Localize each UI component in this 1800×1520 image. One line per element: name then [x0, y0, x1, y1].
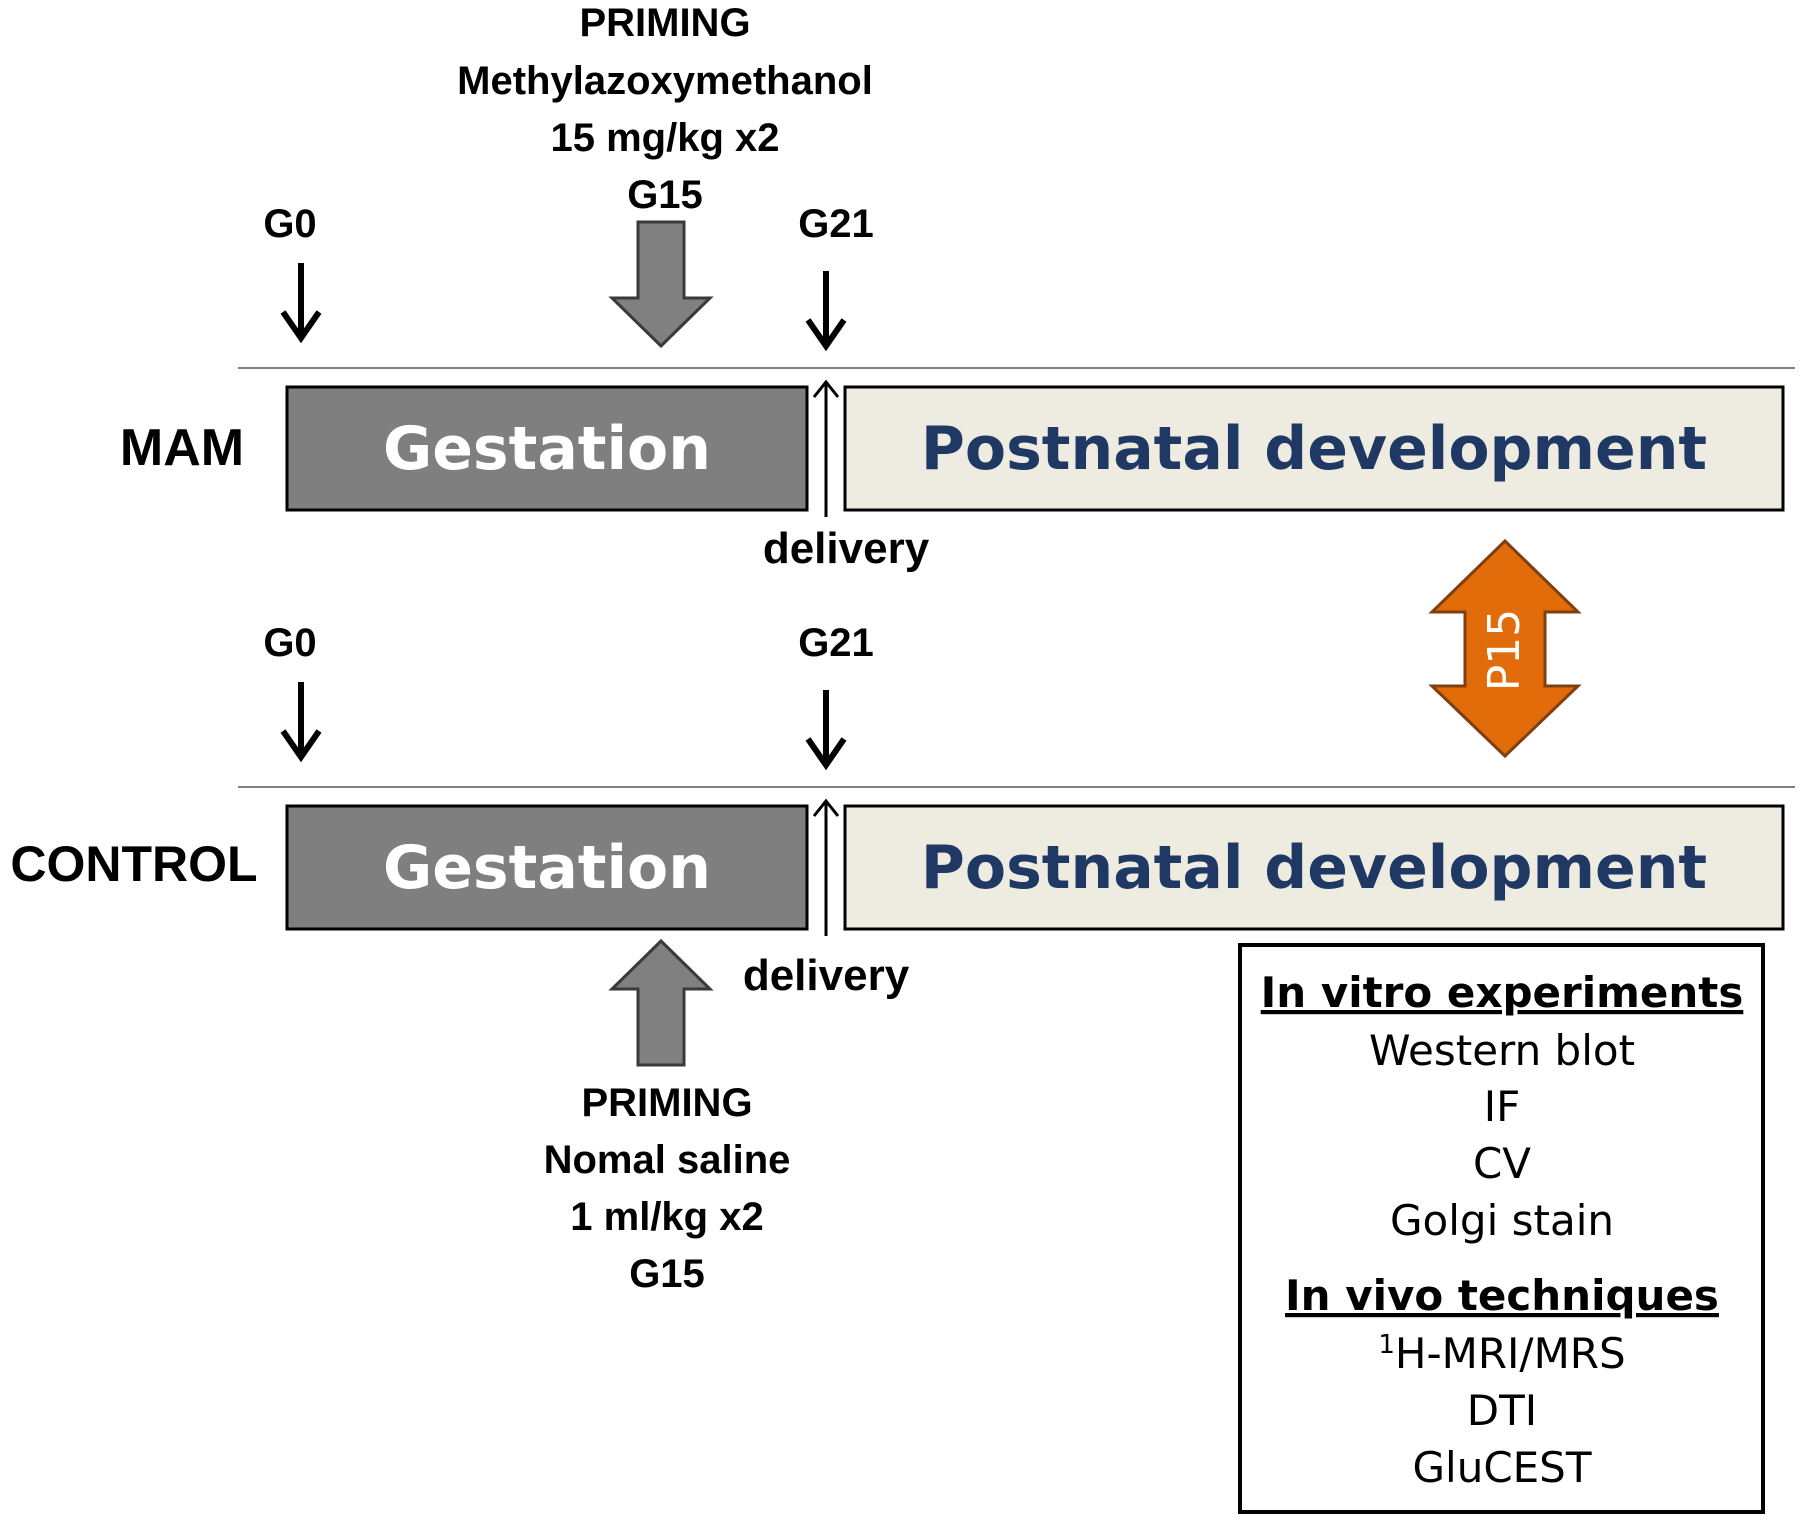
mam-priming-annotation: PRIMING Methylazoxymethanol 15 mg/kg x2 …: [457, 1, 873, 217]
control-group-label: CONTROL: [10, 836, 257, 892]
mam-g0-arrow-icon: [280, 263, 322, 344]
p15-label: P15: [1479, 609, 1530, 692]
in-vivo-item-text: H-MRI/MRS: [1395, 1329, 1626, 1378]
control-delivery-label: delivery: [743, 951, 910, 1000]
in-vitro-item: IF: [1484, 1082, 1521, 1131]
mam-delivery-label: delivery: [763, 524, 930, 573]
in-vitro-item: Western blot: [1369, 1026, 1635, 1075]
mam-group-label: MAM: [120, 419, 244, 477]
mam-gestation-box: [285, 385, 809, 512]
mam-postnatal-box: [843, 385, 1785, 512]
mam-gestation-label: Gestation: [383, 414, 711, 484]
control-g21-arrow-icon: [805, 690, 847, 771]
methods-box: In vitro experiments Western blot IF CV …: [1238, 943, 1765, 1514]
mam-g21-arrow-icon: [805, 271, 847, 352]
in-vivo-item: 1H-MRI/MRS: [1378, 1329, 1625, 1378]
control-priming-title: PRIMING: [581, 1081, 752, 1125]
mam-postnatal-label: Postnatal development: [921, 414, 1707, 484]
control-delivery-arrow-icon: [812, 798, 840, 936]
mam-priming-title: PRIMING: [579, 1, 750, 45]
control-priming-annotation: PRIMING Nomal saline 1 ml/kg x2 G15: [544, 1081, 791, 1296]
methods-box-frame: [1238, 943, 1765, 1514]
control-g0-arrow-icon: [280, 682, 322, 763]
in-vivo-item: DTI: [1467, 1386, 1537, 1435]
in-vivo-title: In vivo techniques: [1285, 1271, 1719, 1320]
control-postnatal-label: Postnatal development: [921, 833, 1707, 903]
control-priming-agent: Nomal saline: [544, 1138, 791, 1182]
in-vitro-item: CV: [1473, 1139, 1531, 1188]
control-priming-day: G15: [629, 1252, 705, 1296]
control-gestation-box: [285, 804, 809, 931]
control-gestation-label: Gestation: [383, 833, 711, 903]
in-vivo-item: GluCEST: [1412, 1443, 1591, 1492]
control-g21-label: G21: [798, 621, 874, 665]
mam-priming-agent: Methylazoxymethanol: [457, 59, 873, 103]
control-priming-dose: 1 ml/kg x2: [570, 1195, 763, 1239]
control-priming-arrow-icon: [608, 938, 714, 1067]
mam-priming-day: G15: [627, 173, 703, 217]
mam-priming-arrow-icon: [608, 220, 714, 349]
p15-double-arrow-icon: P15: [1428, 538, 1582, 759]
mam-g0-label: G0: [263, 202, 316, 246]
mam-priming-dose: 15 mg/kg x2: [550, 116, 779, 160]
in-vitro-title: In vitro experiments: [1261, 968, 1744, 1017]
mam-delivery-arrow-icon: [812, 379, 840, 517]
control-postnatal-box: [843, 804, 1785, 931]
mam-g21-label: G21: [798, 202, 874, 246]
in-vitro-item: Golgi stain: [1390, 1196, 1614, 1245]
in-vivo-item-superscript: 1: [1378, 1330, 1395, 1360]
control-g0-label: G0: [263, 621, 316, 665]
